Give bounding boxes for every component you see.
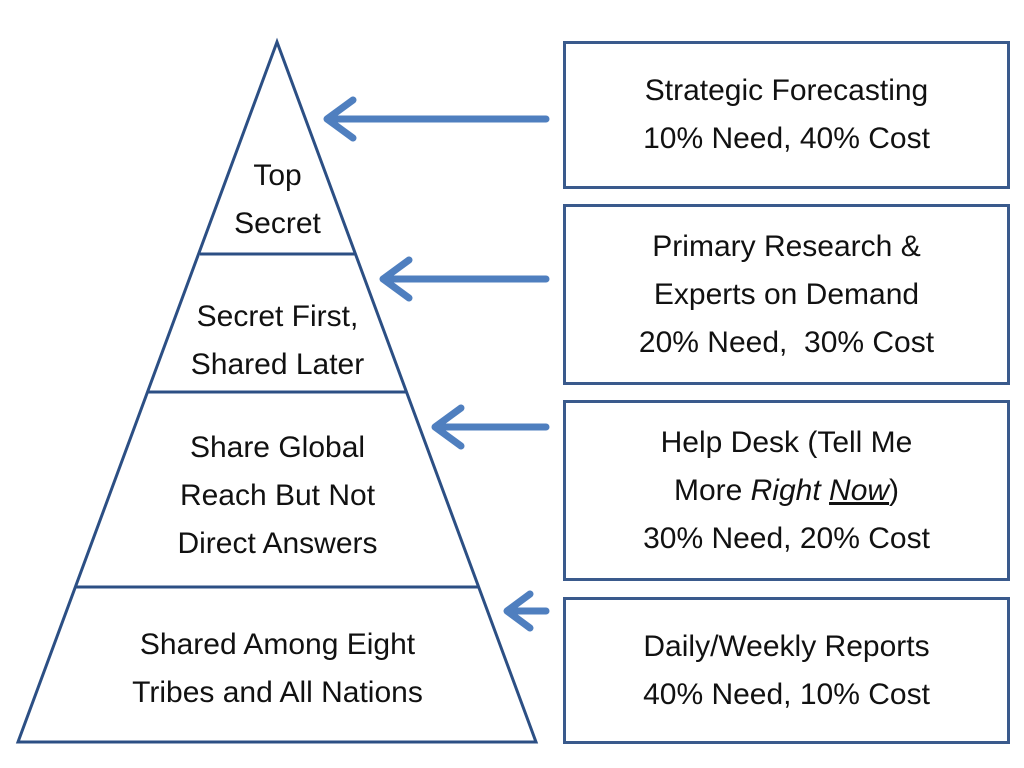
box-daily-weekly-reports: Daily/Weekly Reports 40% Need, 10% Cost (563, 597, 1010, 744)
box-strategic-forecasting: Strategic Forecasting 10% Need, 40% Cost (563, 41, 1010, 189)
tier-line: Reach But Not (179, 479, 376, 512)
box-line: Primary Research & (652, 229, 921, 263)
box-line: Help Desk (Tell Me (660, 425, 913, 459)
arrow-strategic-forecasting (323, 96, 550, 142)
box-text: More (673, 473, 751, 507)
tier-top-secret: Top Secret (200, 152, 355, 248)
box-line: Experts on Demand (653, 277, 920, 311)
box-line: 20% Need, 30% Cost (638, 325, 935, 359)
arrow-primary-research (379, 256, 550, 302)
emphasis-now: Now (829, 473, 890, 507)
tier-line: Shared Among Eight (139, 628, 416, 661)
tier-share-global: Share Global Reach But Not Direct Answer… (110, 424, 445, 568)
arrow-daily-weekly (503, 590, 550, 632)
box-line: 30% Need, 20% Cost (643, 521, 930, 555)
box-line: Daily/Weekly Reports (643, 629, 930, 663)
box-line: More Right Now) (674, 467, 899, 515)
tier-line: Shared Later (190, 348, 365, 381)
tier-line: Top (253, 159, 302, 192)
box-line: 40% Need, 10% Cost (643, 677, 930, 711)
tier-line: Secret (234, 207, 321, 240)
emphasis-right: Right (750, 473, 821, 507)
box-text (821, 474, 829, 507)
tier-secret-first: Secret First, Shared Later (140, 293, 415, 389)
box-line: Strategic Forecasting (644, 74, 929, 107)
tier-line: Tribes and All Nations (132, 676, 423, 709)
box-text: ) (889, 473, 900, 507)
tier-line: Direct Answers (177, 527, 378, 560)
box-primary-research: Primary Research & Experts on Demand 20%… (563, 204, 1010, 385)
arrow-help-desk (431, 404, 550, 450)
box-help-desk: Help Desk (Tell Me More Right Now) 30% N… (563, 400, 1010, 581)
box-line: 10% Need, 40% Cost (643, 122, 930, 155)
tier-line: Share Global (189, 431, 366, 464)
tier-shared-among: Shared Among Eight Tribes and All Nation… (60, 621, 495, 717)
tier-line: Secret First, (196, 300, 359, 333)
